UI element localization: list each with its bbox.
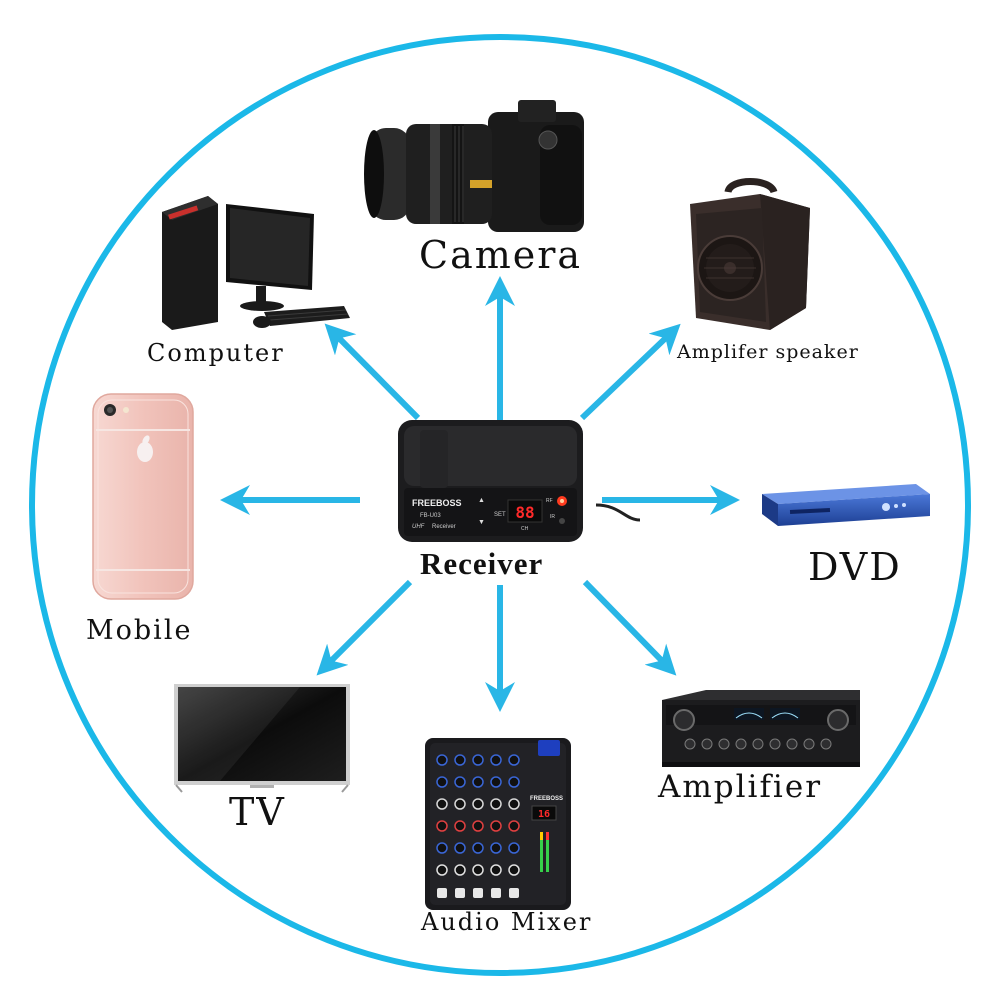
- mixer-knob: [454, 820, 466, 832]
- mixer-knob: [472, 798, 484, 810]
- mixer-display: 16: [538, 809, 550, 820]
- amp-knob: [786, 738, 798, 750]
- mixer-knob: [490, 820, 502, 832]
- amp-knob: [752, 738, 764, 750]
- amp-knob: [820, 738, 832, 750]
- arrow-speaker: [579, 323, 681, 421]
- receiver-set-label: SET: [494, 512, 506, 518]
- mixer-knob: [454, 754, 466, 766]
- mixer-fader: [437, 888, 447, 898]
- mixer-knob: [472, 842, 484, 854]
- mixer-knob: [508, 842, 520, 854]
- mixer-knob: [508, 776, 520, 788]
- label-mixer: Audio Mixer: [421, 908, 593, 936]
- receiver-type: Receiver: [432, 524, 456, 530]
- amp-knob: [718, 738, 730, 750]
- arrow-amplifier: [582, 579, 677, 676]
- label-speaker: Amplifer speaker: [677, 341, 859, 363]
- receiver-ch-label: CH: [521, 526, 529, 532]
- mixer-knob: [472, 864, 484, 876]
- mixer-knob: [508, 864, 520, 876]
- svg-text:▼: ▼: [478, 518, 485, 526]
- receiver-band: UHF: [412, 524, 425, 530]
- amp-knobs: [684, 738, 832, 750]
- receiver-device: FREEBOSS FB-U03 UHF Receiver ▲ ▼ SET 88 …: [398, 420, 641, 542]
- arrow-computer: [324, 323, 421, 421]
- mixer-knob: [436, 864, 448, 876]
- label-computer: Computer: [147, 339, 285, 367]
- mixer-knobs: [436, 754, 520, 898]
- mixer-knob: [472, 776, 484, 788]
- label-receiver: Receiver: [420, 546, 544, 581]
- mixer-knob: [490, 754, 502, 766]
- mixer-knob: [508, 820, 520, 832]
- mixer-knob: [436, 798, 448, 810]
- svg-text:▲: ▲: [478, 496, 485, 504]
- amplifier-icon: [662, 690, 860, 767]
- mixer-knob: [508, 754, 520, 766]
- mixer-knob: [490, 776, 502, 788]
- amp-knob: [701, 738, 713, 750]
- mixer-knob: [472, 820, 484, 832]
- mixer-knob: [454, 842, 466, 854]
- mixer-knob: [454, 798, 466, 810]
- amp-knob: [803, 738, 815, 750]
- label-dvd: DVD: [808, 545, 902, 589]
- mixer-knob: [490, 798, 502, 810]
- amp-knob: [684, 738, 696, 750]
- arrow-tv: [316, 579, 413, 676]
- camera-icon: [364, 100, 584, 232]
- mixer-knob: [436, 754, 448, 766]
- receiver-ir-label: IR: [550, 514, 555, 520]
- tv-icon: [174, 684, 350, 793]
- speaker-icon: [690, 178, 810, 330]
- mixer-fader: [455, 888, 465, 898]
- mixer-knob: [436, 820, 448, 832]
- mixer-knob: [508, 798, 520, 810]
- mixer-brand: FREEBOSS: [530, 796, 563, 802]
- mobile-icon: [92, 393, 194, 600]
- receiver-model: FB-U03: [420, 513, 441, 519]
- mixer-meter: [540, 832, 549, 872]
- label-amplifier: Amplifier: [658, 769, 823, 805]
- amp-knob: [769, 738, 781, 750]
- receiver-display: 88: [515, 503, 534, 522]
- outer-circle: [29, 34, 971, 976]
- label-mobile: Mobile: [86, 615, 193, 646]
- mixer-knob: [436, 776, 448, 788]
- mixer-knob: [454, 864, 466, 876]
- receiver-brand: FREEBOSS: [412, 498, 462, 508]
- mixer-knob: [490, 842, 502, 854]
- amp-knob: [735, 738, 747, 750]
- mixer-knob: [472, 754, 484, 766]
- mixer-fader: [509, 888, 519, 898]
- label-camera: Camera: [419, 233, 583, 277]
- mixer-knob: [454, 776, 466, 788]
- mixer-icon: 16 FREEBOSS: [425, 738, 571, 910]
- mixer-fader: [473, 888, 483, 898]
- label-tv: TV: [229, 790, 286, 834]
- dvd-icon: [762, 484, 930, 526]
- mixer-knob: [436, 842, 448, 854]
- computer-icon: [162, 196, 350, 330]
- mixer-knob: [490, 864, 502, 876]
- mixer-fader: [491, 888, 501, 898]
- receiver-rf-label: RF: [546, 498, 553, 504]
